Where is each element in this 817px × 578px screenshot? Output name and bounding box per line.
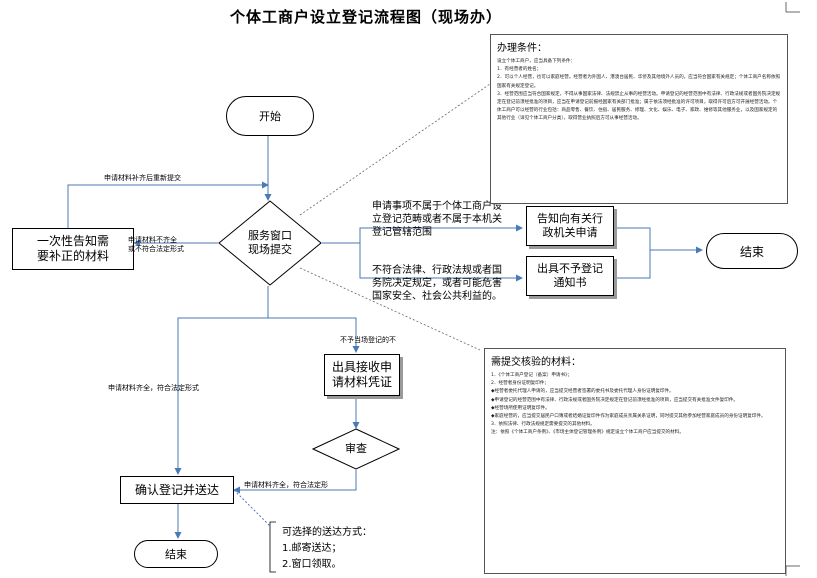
conditions-text: 设立个体工商户，应当具备下列条件： 1．有经营者的姓名； 2．可以个人经营，也可…: [497, 59, 781, 122]
pointer-to-materials: [299, 267, 481, 351]
label-resubmit: 申请材料补齐后重新提交: [104, 174, 181, 182]
edge-confirm-to-delivery: [233, 489, 271, 527]
edge-notice-to-end: [614, 250, 651, 279]
materials-text: 1．《个体工商户登记（备案）申请书》； 2．经营者身份证明复印件； ◆经营者委托…: [491, 373, 766, 436]
end-terminal-bottom: 结束: [134, 540, 218, 568]
materials-panel: 需提交核验的材料： 1．《个体工商户登记（备案）申请书》； 2．经营者身份证明复…: [484, 348, 786, 574]
service-window-label: 服务窗口 现场提交: [248, 229, 292, 256]
edge-to-receipt: [268, 317, 360, 353]
label-not-on-site: 不予当场登记的不: [340, 336, 396, 344]
end-right-label: 结束: [739, 244, 764, 259]
not-register-notice-label: 出具不予登记 通知书: [537, 262, 603, 289]
inform-agency-label: 告知向有关行 政机关申请: [537, 212, 603, 239]
label-incomplete: 申请材料不齐全 或不符合法定形式: [128, 236, 184, 253]
notify-correction-label: 一次性告知需 要补正的材料: [36, 234, 109, 263]
label-not-in-scope: 申请事项不属于个体工商户设 立登记范畴或者不属于本机关 登记管辖范围: [372, 201, 502, 238]
conditions-panel: 办理条件： 设立个体工商户，应当具备下列条件： 1．有经营者的姓名； 2．可以个…: [490, 34, 788, 204]
confirm-register-box: 确认登记并送达: [120, 476, 234, 504]
page-title: 个体工商户设立登记流程图（现场办）: [230, 8, 503, 26]
start-label: 开始: [259, 110, 281, 123]
delivery-option-1: 1.邮寄送达；: [282, 543, 342, 554]
delivery-option-2: 2.窗口领取。: [282, 559, 342, 570]
edge-resubmit: [67, 181, 269, 228]
start-terminal: 开始: [226, 96, 314, 136]
delivery-title: 可选择的送达方式：: [282, 527, 372, 538]
label-complete-bottom: 申请材料齐全，符合法定形: [244, 481, 328, 489]
review-decision: 审查: [312, 428, 400, 470]
confirm-register-label: 确认登记并送达: [134, 482, 219, 497]
edge-inform-to-end: [614, 227, 703, 254]
materials-title: 需提交核验的材料：: [491, 357, 581, 368]
review-label: 审查: [345, 442, 367, 455]
inform-agency-box: 告知向有关行 政机关申请: [526, 206, 614, 246]
conditions-title: 办理条件：: [497, 43, 547, 54]
receipt-label: 出具接收申 请材料凭证: [331, 360, 392, 389]
edge-to-inform: [359, 224, 523, 243]
edge-to-notice: [359, 243, 523, 282]
not-register-notice-box: 出具不予登记 通知书: [526, 256, 614, 296]
notify-correction-box: 一次性告知需 要补正的材料: [12, 228, 134, 270]
pointer-to-conditions: [299, 83, 491, 216]
edge-review-to-confirm: [233, 470, 357, 494]
end-terminal-right: 结束: [706, 233, 798, 269]
edge-to-confirm: [174, 317, 268, 475]
end-bottom-label: 结束: [165, 548, 187, 561]
label-illegal: 不符合法律、行政法规或者国 务院决定规定，或者可能危害 国家安全、社会公共利益的…: [372, 265, 502, 302]
label-complete-left: 申请材料齐全，符合法定形式: [108, 384, 199, 392]
receipt-box: 出具接收申 请材料凭证: [324, 354, 400, 396]
delivery-bracket: [269, 521, 276, 573]
service-window-decision: 服务窗口 现场提交: [218, 200, 322, 286]
